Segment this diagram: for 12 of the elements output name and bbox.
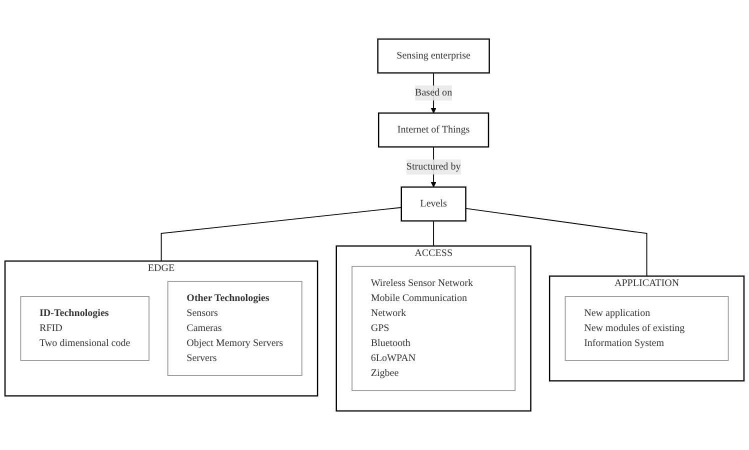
- connector: [433, 220, 434, 246]
- edge-label: Based on: [415, 87, 452, 98]
- node-box: Other Technologies Sensors Cameras Object Memory Servers Servers: [167, 280, 302, 376]
- node-box: Wireless Sensor Network Mobile Communication Network GPS Bluetooth 6LoWPAN Zigbee: [352, 266, 516, 392]
- connector: [160, 207, 402, 262]
- connector: [465, 208, 648, 277]
- node-box: Sensing enterprise: [377, 38, 490, 74]
- node-box: Internet of Things: [378, 112, 490, 148]
- edge-label: Structured by: [406, 161, 461, 172]
- node-box: Levels: [400, 186, 466, 222]
- node-box: New application New modules of existing Information System: [564, 296, 729, 361]
- node-box: ID-Technologies RFID Two dimensional code: [20, 296, 150, 361]
